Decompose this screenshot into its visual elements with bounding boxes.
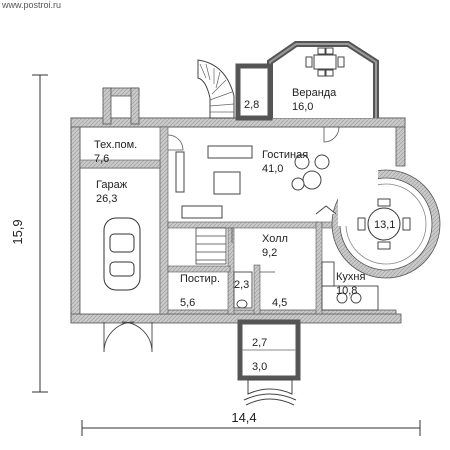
label-stair-top-area: 2,8	[244, 99, 259, 111]
label-tech-area: 7,6	[94, 153, 109, 165]
label-corridor-area: 4,5	[272, 297, 287, 309]
veranda-table	[305, 47, 345, 77]
room-labels: Веранда 16,0 2,8 Тех.пом. 7,6 Гостиная 4…	[94, 87, 395, 373]
dimension-height-label: 15,9	[10, 219, 25, 244]
label-garage-name: Гараж	[96, 179, 128, 191]
hall-stair	[195, 227, 227, 265]
label-veranda-area: 16,0	[292, 101, 313, 113]
car	[103, 217, 141, 291]
garage-doors	[103, 321, 153, 353]
dimension-horizontal	[81, 420, 421, 436]
wc-fixtures	[233, 271, 253, 309]
label-kitchen-name: Кухня	[336, 271, 365, 283]
door-swings	[167, 126, 340, 273]
kitchen-units	[321, 261, 379, 311]
label-dining-area: 13,1	[374, 219, 395, 231]
label-living-name: Гостиная	[262, 149, 308, 161]
label-garage-area: 26,3	[96, 193, 117, 205]
entrance	[237, 319, 301, 406]
label-kitchen-area: 10,8	[336, 285, 357, 297]
outer-walls	[70, 87, 406, 324]
dining-bay	[331, 168, 441, 279]
label-hall-name: Холл	[262, 233, 288, 245]
watermark: www.postroi.ru	[2, 0, 62, 10]
living-furniture	[175, 145, 337, 219]
dimension-width-label: 14,4	[231, 410, 256, 425]
label-hall-area: 9,2	[262, 247, 277, 259]
label-living-area: 41,0	[262, 163, 283, 175]
label-veranda-name: Веранда	[292, 87, 337, 99]
label-vestibule-area: 2,7	[252, 337, 267, 349]
label-wc-area: 2,3	[234, 279, 249, 291]
label-tech-name: Тех.пом.	[94, 139, 137, 151]
label-laundry-area: 5,6	[180, 297, 195, 309]
label-laundry-name: Постир.	[180, 273, 220, 285]
dimension-vertical	[32, 74, 48, 393]
label-porch-area: 3,0	[252, 361, 267, 373]
upper-stair	[197, 59, 273, 121]
